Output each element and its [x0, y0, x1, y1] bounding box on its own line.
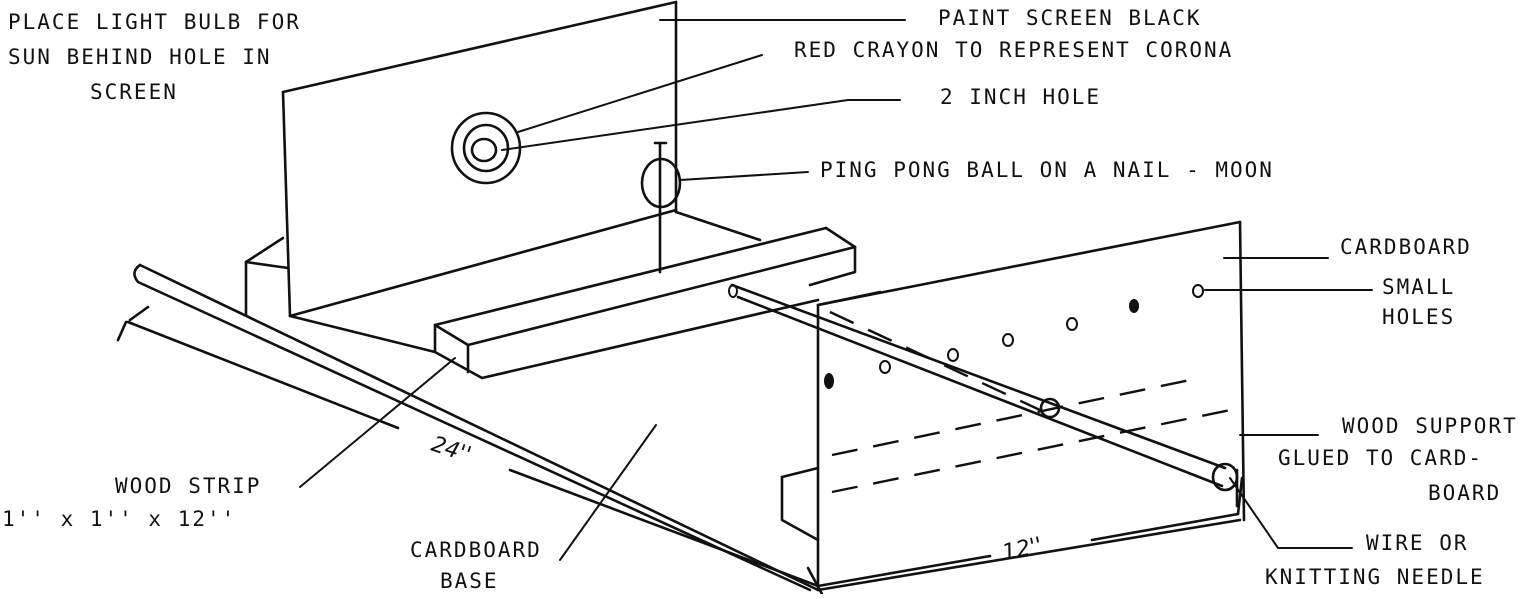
wood-support-label-line2: GLUED TO CARD-	[1278, 446, 1483, 470]
cardboard-label: CARDBOARD	[1340, 235, 1472, 259]
back-screen	[244, 0, 762, 354]
cardboard-base-outline	[133, 260, 1242, 592]
small-holes-label-line2: HOLES	[1382, 305, 1455, 329]
knitting-needle	[728, 283, 1239, 508]
small-holes-label-line1: SMALL	[1382, 275, 1455, 299]
dimension-24-label: 24''	[428, 432, 474, 468]
ping-pong-label: PING PONG BALL ON A NAIL - MOON	[820, 158, 1274, 182]
cardboard-base-label-line1: CARDBOARD	[410, 538, 542, 562]
hole-label: 2 INCH HOLE	[940, 85, 1101, 109]
small-holes	[824, 284, 1204, 389]
paint-screen-label: PAINT SCREEN BLACK	[938, 6, 1202, 30]
leader-lines	[299, 19, 1373, 561]
cardboard-base-label-line2: BASE	[440, 569, 499, 593]
dimension-24-line	[116, 305, 820, 588]
wire-label-line1: WIRE OR	[1366, 531, 1469, 555]
red-crayon-label: RED CRAYON TO REPRESENT CORONA	[794, 38, 1233, 62]
wire-label-line2: KNITTING NEEDLE	[1265, 565, 1485, 589]
wood-strip-label-line1: WOOD STRIP	[115, 474, 261, 498]
light-bulb-label-line1: PLACE LIGHT BULB FOR	[8, 10, 301, 34]
ping-pong-ball-moon	[640, 141, 682, 274]
dimension-12-line	[806, 476, 1244, 596]
front-cardboard-panel	[780, 220, 1246, 592]
light-bulb-label-line3: SCREEN	[90, 80, 178, 104]
wood-strip	[433, 226, 857, 380]
wood-support-label-line3: BOARD	[1428, 481, 1501, 505]
dimension-12-label: 12''	[1000, 533, 1044, 566]
light-bulb-label-line2: SUN BEHIND HOLE IN	[8, 45, 272, 69]
wood-strip-label-line2: 1'' x 1'' x 12''	[2, 507, 236, 531]
wood-support-label-line1: WOOD SUPPORT	[1342, 414, 1518, 438]
